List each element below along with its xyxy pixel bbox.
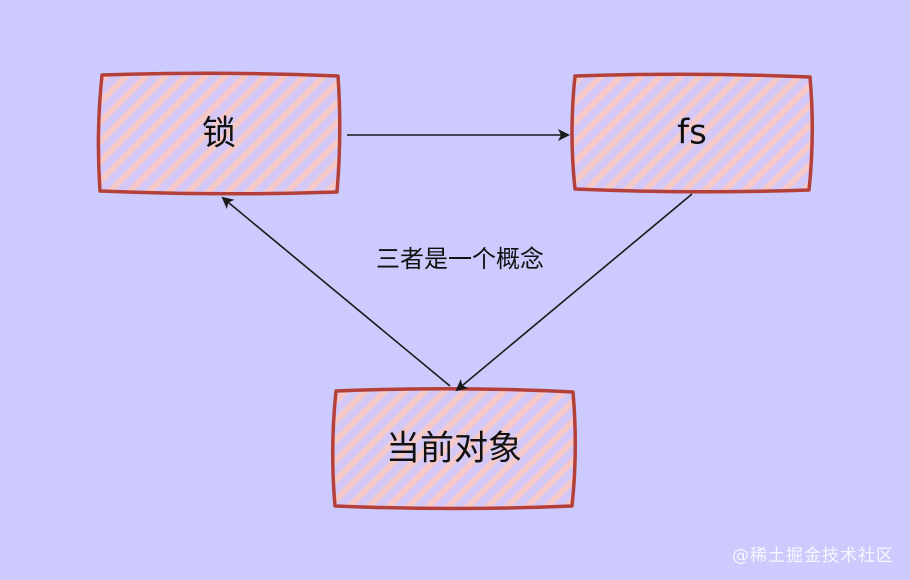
node-current-object-label: 当前对象 xyxy=(386,429,522,469)
arrow-fs-to-current-object xyxy=(455,193,693,392)
node-lock-box xyxy=(96,71,342,196)
node-fs-box xyxy=(570,72,815,194)
node-lock: 锁 xyxy=(96,71,342,196)
node-fs-label: fs xyxy=(677,113,707,153)
node-fs: fs xyxy=(570,72,815,194)
node-lock-label: 锁 xyxy=(202,114,236,154)
arrow-current-object-to-lock xyxy=(221,196,451,387)
edge-label: 三者是一个概念 xyxy=(376,245,544,273)
watermark: @稀土掘金技术社区 xyxy=(732,546,894,566)
node-current-object-box xyxy=(330,386,578,511)
node-current-object: 当前对象 xyxy=(330,386,578,511)
